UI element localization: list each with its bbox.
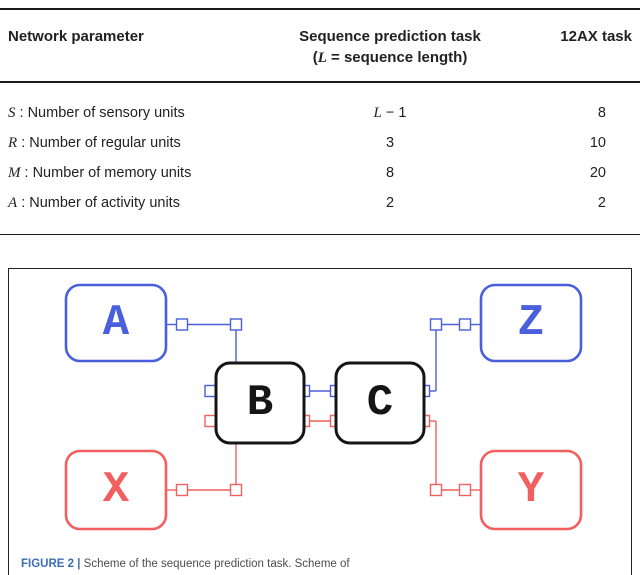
figure-2-panel: A Z B C X Y FIGURE 2 xyxy=(8,268,632,575)
row-label: : Number of sensory units xyxy=(15,104,185,121)
node-c-box xyxy=(334,361,426,445)
node-b: B xyxy=(214,361,306,445)
node-a-box xyxy=(64,283,168,363)
node-x: X xyxy=(64,449,168,531)
figure-caption-label: FIGURE 2 xyxy=(21,558,75,570)
node-b-box xyxy=(214,361,306,445)
row-label: : Number of activity units xyxy=(17,194,180,211)
header-sequence-task-line2: (L = sequence length) xyxy=(280,47,500,69)
row-seq-var: L xyxy=(373,104,382,121)
header-12ax-task: 12AX task xyxy=(560,28,632,45)
node-y: Y xyxy=(479,449,583,531)
figure-caption-separator: | xyxy=(74,558,84,570)
row-ax-value: 10 xyxy=(589,134,606,151)
port-square xyxy=(175,483,189,497)
connection-c-z xyxy=(417,318,481,398)
header-seq-length-text: = sequence length) xyxy=(326,49,468,66)
header-sequence-task-line1: Sequence prediction task xyxy=(299,28,481,45)
row-label: : Number of memory units xyxy=(20,164,192,181)
row-seq-value: 8 xyxy=(385,164,395,181)
node-a: A xyxy=(64,283,168,363)
row-var: A xyxy=(8,194,18,211)
node-x-box xyxy=(64,449,168,531)
table-row: A : Number of activity units 2 2 xyxy=(0,188,640,218)
figure-caption: FIGURE 2 | Scheme of the sequence predic… xyxy=(21,557,625,571)
node-y-label: Y xyxy=(518,465,545,515)
port-square xyxy=(458,483,472,497)
node-z: Z xyxy=(479,283,583,363)
table-bottom-rule xyxy=(0,233,640,235)
row-var: S xyxy=(8,104,16,121)
node-z-label: Z xyxy=(518,298,544,348)
header-paren-open: ( xyxy=(312,49,318,66)
node-c-label: C xyxy=(367,378,393,428)
row-label: : Number of regular units xyxy=(17,134,181,151)
node-x-label: X xyxy=(103,465,130,515)
port-square xyxy=(175,318,189,331)
table-row: S : Number of sensory units L − 1 8 xyxy=(0,98,640,128)
port-square xyxy=(458,318,472,331)
node-a-label: A xyxy=(103,298,130,348)
row-var: M xyxy=(8,164,21,181)
header-L-variable: L xyxy=(317,50,327,66)
table-row: M : Number of memory units 8 20 xyxy=(0,158,640,188)
table-body: S : Number of sensory units L − 1 8 R : … xyxy=(0,83,640,234)
table-row: R : Number of regular units 3 10 xyxy=(0,128,640,158)
table-top-rule xyxy=(0,8,640,10)
row-seq-value: − 1 xyxy=(381,104,407,121)
port-square xyxy=(229,318,243,331)
port-square xyxy=(204,414,217,428)
parameters-table: Network parameter Sequence prediction ta… xyxy=(0,8,640,235)
row-ax-value: 8 xyxy=(597,104,606,121)
row-seq-value: 2 xyxy=(385,194,395,211)
port-square xyxy=(204,384,217,398)
row-ax-value: 20 xyxy=(589,164,606,181)
figure-caption-text: Scheme of the sequence prediction task. … xyxy=(83,558,350,570)
port-square xyxy=(429,318,443,331)
table-header-rule xyxy=(0,81,640,83)
node-b-label: B xyxy=(247,378,273,428)
port-square xyxy=(229,483,243,497)
node-c: C xyxy=(334,361,426,445)
table-header-row: Network parameter Sequence prediction ta… xyxy=(0,10,640,81)
row-var: R xyxy=(8,134,18,151)
port-square xyxy=(429,483,443,497)
row-seq-value: 3 xyxy=(385,134,395,151)
network-diagram: A Z B C X Y xyxy=(64,283,583,531)
header-network-parameter: Network parameter xyxy=(8,28,144,45)
connection-c-y xyxy=(417,414,481,497)
row-ax-value: 2 xyxy=(597,194,606,211)
header-sequence-task: Sequence prediction task (L = sequence l… xyxy=(280,26,500,69)
node-z-box xyxy=(479,283,583,363)
node-y-box xyxy=(479,449,583,531)
